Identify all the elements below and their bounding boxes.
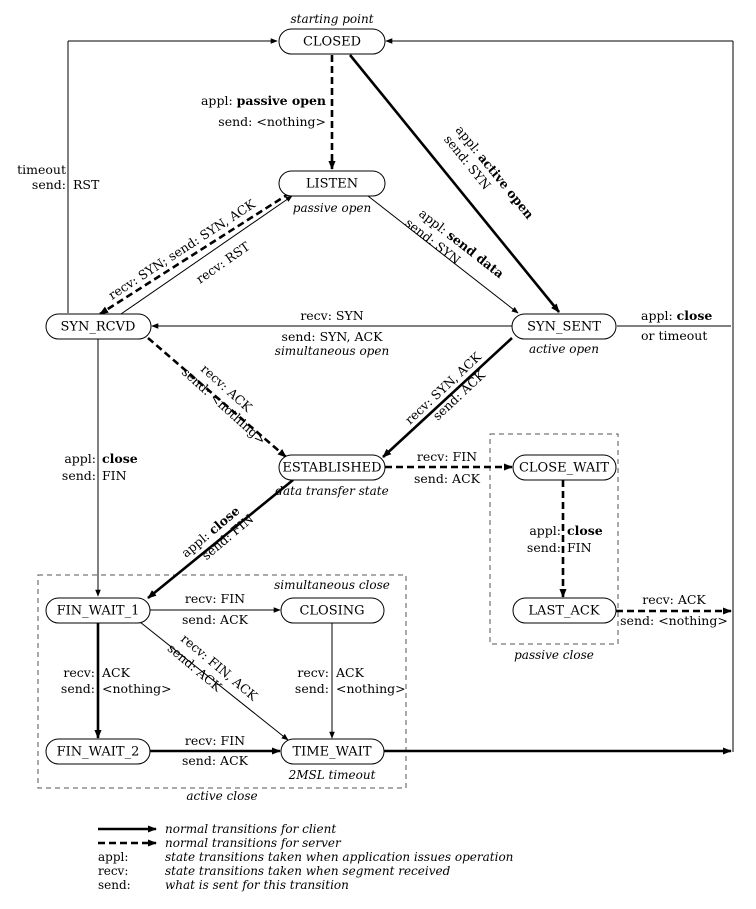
legend-desc-client: normal transitions for client [165, 822, 336, 836]
label-closing-timewait-val1: ACK [335, 665, 365, 680]
arrow-listen-synrcvd [99, 191, 291, 316]
label-finwait1-finwait2-val1: ACK [101, 665, 131, 680]
note-passive-close: passive close [514, 648, 594, 662]
label-synrcvd-finwait1-val1: close [102, 451, 138, 466]
arrow-listen-synsent [367, 195, 519, 314]
state-listen: LISTEN [278, 170, 386, 197]
state-established: ESTABLISHED [278, 454, 386, 481]
state-time-wait: TIME_WAIT [280, 738, 385, 765]
state-closed: CLOSED [278, 28, 386, 55]
state-closing: CLOSING [280, 597, 385, 624]
label-finwait1-finwait2-key1: recv: [63, 665, 95, 680]
state-fin-wait-2: FIN_WAIT_2 [45, 738, 151, 765]
legend-desc-recv: state transitions taken when segment rec… [165, 864, 451, 878]
label-closewait-lastack-key2: send: [527, 540, 561, 555]
state-last-ack-label: LAST_ACK [528, 604, 599, 619]
label-finwait2-timewait-1: recv: FIN [185, 733, 245, 748]
legend-desc-server: normal transitions for server [165, 836, 342, 850]
arrow-finwait1-timewait [139, 621, 289, 741]
label-closed-synsent: appl: active open send: SYN [441, 122, 537, 221]
state-fin-wait-1-label: FIN_WAIT_1 [57, 604, 140, 619]
state-syn-rcvd-label: SYN_RCVD [61, 320, 136, 335]
label-finwait1-closing-1: recv: FIN [185, 591, 245, 606]
label-synrcvd-finwait1-key2: send: [62, 468, 96, 483]
label-closewait-lastack-key1: appl: [529, 523, 561, 538]
active-close-box [37, 574, 407, 789]
label-synrcvd-finwait1-val2: FIN [102, 468, 127, 483]
legend-desc-appl: state transitions taken when application… [165, 850, 513, 864]
note-2msl-timeout: 2MSL timeout [288, 768, 376, 782]
state-syn-sent-label: SYN_SENT [527, 320, 601, 335]
legend-key-send: send: [98, 878, 131, 892]
legend-key-appl: appl: [98, 850, 128, 864]
state-listen-label: LISTEN [306, 177, 358, 192]
state-closing-label: CLOSING [299, 604, 364, 619]
legend-desc-send: what is sent for this transition [165, 878, 349, 892]
state-time-wait-label: TIME_WAIT [292, 745, 371, 760]
state-last-ack: LAST_ACK [512, 597, 617, 624]
label-established-closewait-1: recv: FIN [417, 449, 477, 464]
label-synrcvd-established: recv: ACK send: <nothing> [179, 361, 269, 447]
legend-key-recv: recv: [98, 864, 128, 878]
label-closing-timewait-key1: recv: [297, 665, 329, 680]
label-closing-timewait-val2: <nothing> [336, 681, 406, 696]
label-timeout-send-val: RST [73, 177, 100, 192]
state-established-label: ESTABLISHED [282, 461, 381, 476]
state-fin-wait-2-label: FIN_WAIT_2 [57, 745, 140, 760]
state-close-wait-label: CLOSE_WAIT [519, 461, 609, 476]
label-listen-synsent: appl: send data send: SYN [402, 206, 507, 282]
note-data-transfer-state: data transfer state [275, 484, 388, 498]
label-established-finwait1: appl: close send: FIN [178, 503, 256, 563]
note-simultaneous-open: simultaneous open [275, 344, 389, 358]
label-synsent-synrcvd-1: recv: SYN [300, 308, 363, 323]
label-closed-synsent-1: appl: active open [453, 122, 537, 221]
label-synsent-synrcvd-2: send: SYN, ACK [282, 329, 384, 344]
label-finwait1-finwait2-val2: <nothing> [102, 681, 172, 696]
label-closed-listen-2: send: <nothing> [218, 114, 326, 129]
label-finwait1-timewait: recv: FIN, ACK send: ACK [165, 631, 261, 704]
label-timeout: timeout [17, 162, 66, 177]
note-starting-point: starting point [290, 12, 373, 26]
label-lastack-closed-2: send: <nothing> [620, 613, 728, 628]
label-established-closewait-2: send: ACK [414, 471, 481, 486]
state-syn-rcvd: SYN_RCVD [45, 313, 152, 340]
state-closed-label: CLOSED [303, 35, 361, 50]
state-syn-sent: SYN_SENT [511, 313, 617, 340]
label-closing-timewait-key2: send: [295, 681, 329, 696]
note-active-close: active close [186, 789, 257, 803]
label-timeout-send-key: send: [32, 177, 66, 192]
note-passive-open: passive open [293, 201, 371, 215]
arrow-closed-synsent [348, 54, 561, 313]
arrow-synrcvd-established [147, 337, 287, 458]
label-finwait2-timewait-2: send: ACK [182, 753, 249, 768]
label-finwait1-finwait2-key2: send: [61, 681, 95, 696]
label-synrcvd-listen: recv: RST [193, 238, 253, 286]
label-finwait1-closing-2: send: ACK [182, 612, 249, 627]
arrow-established-finwait1 [147, 478, 294, 600]
label-lastack-closed-1: recv: ACK [642, 592, 706, 607]
arrow-synsent-established [382, 337, 513, 458]
label-synsent-close-2: or timeout [641, 328, 707, 343]
label-synrcvd-finwait1-key1: appl: [64, 451, 96, 466]
state-close-wait: CLOSE_WAIT [512, 454, 617, 481]
arrow-synrcvd-listen [120, 195, 293, 315]
label-closed-listen-1: appl: passive open [201, 93, 326, 108]
label-closewait-lastack-val2: FIN [567, 540, 592, 555]
state-fin-wait-1: FIN_WAIT_1 [45, 597, 151, 624]
label-synsent-close-1: appl: close [641, 308, 712, 323]
label-closewait-lastack-val1: close [567, 523, 603, 538]
note-simultaneous-close: simultaneous close [274, 578, 390, 592]
passive-close-box [489, 433, 619, 645]
note-active-open: active open [529, 342, 599, 356]
legend: normal transitions for client normal tra… [98, 822, 513, 892]
